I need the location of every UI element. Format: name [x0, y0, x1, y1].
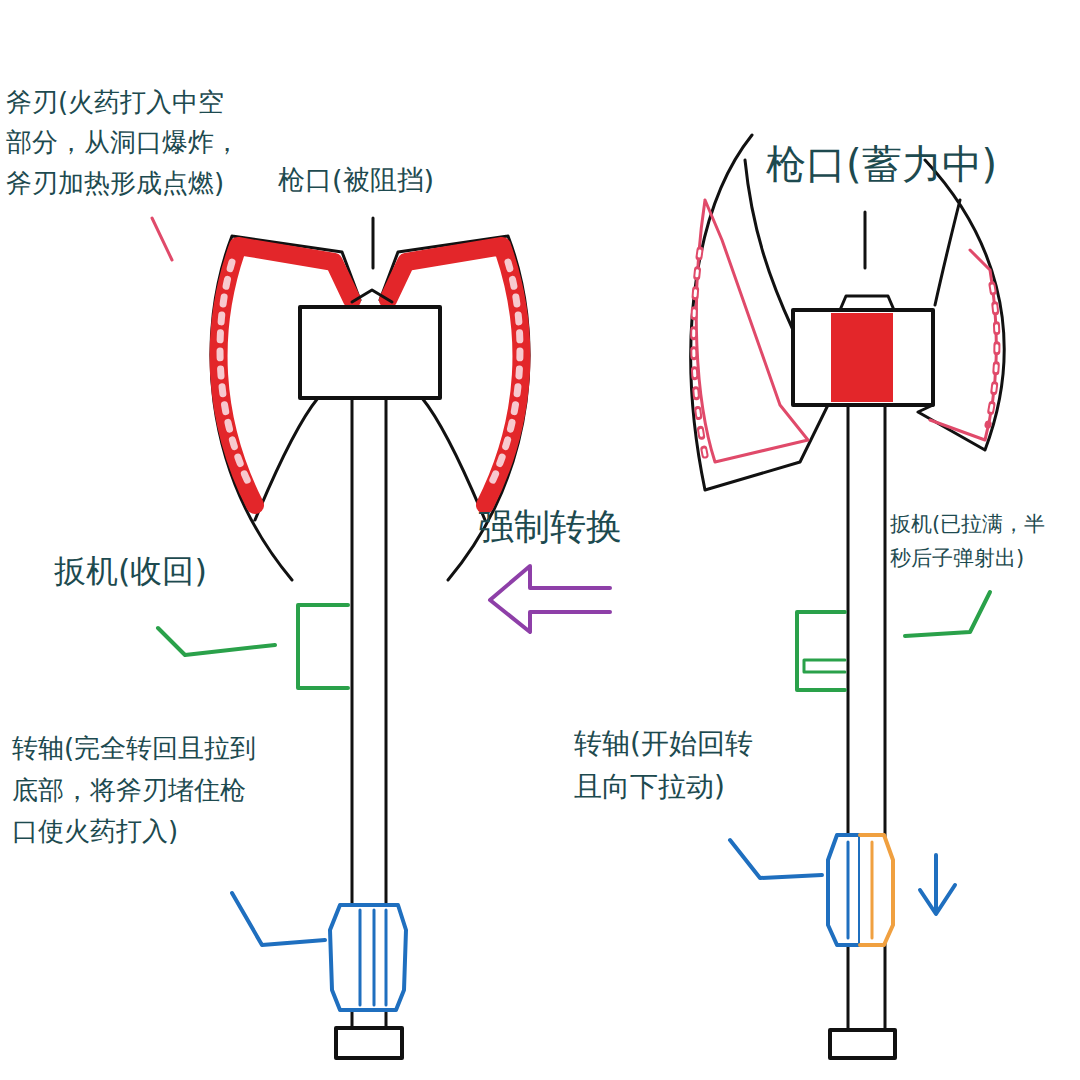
- callout-label: 扳机(收回): [54, 552, 210, 590]
- right-axe: [691, 135, 1004, 1058]
- callout-label: 斧刃(火药打入中空 部分，从洞口爆炸， 斧刃加热形成点燃): [6, 82, 243, 203]
- leader-lines: [152, 218, 990, 945]
- callout-label: 枪口(蓄力中): [766, 140, 1001, 188]
- callout-label: 转轴(完全转回且拉到 底部，将斧刃堵住枪 口使火药打入): [12, 728, 260, 853]
- callout-label: 转轴(开始回转 且向下拉动): [574, 722, 756, 809]
- callout-label: 强制转换: [478, 505, 625, 548]
- left-axe: [211, 218, 529, 1058]
- callout-label: 扳机(已拉满，半 秒后子弹射出): [890, 508, 1049, 575]
- conversion-arrow: [490, 566, 610, 632]
- callout-label: 枪口(被阻挡): [278, 162, 438, 197]
